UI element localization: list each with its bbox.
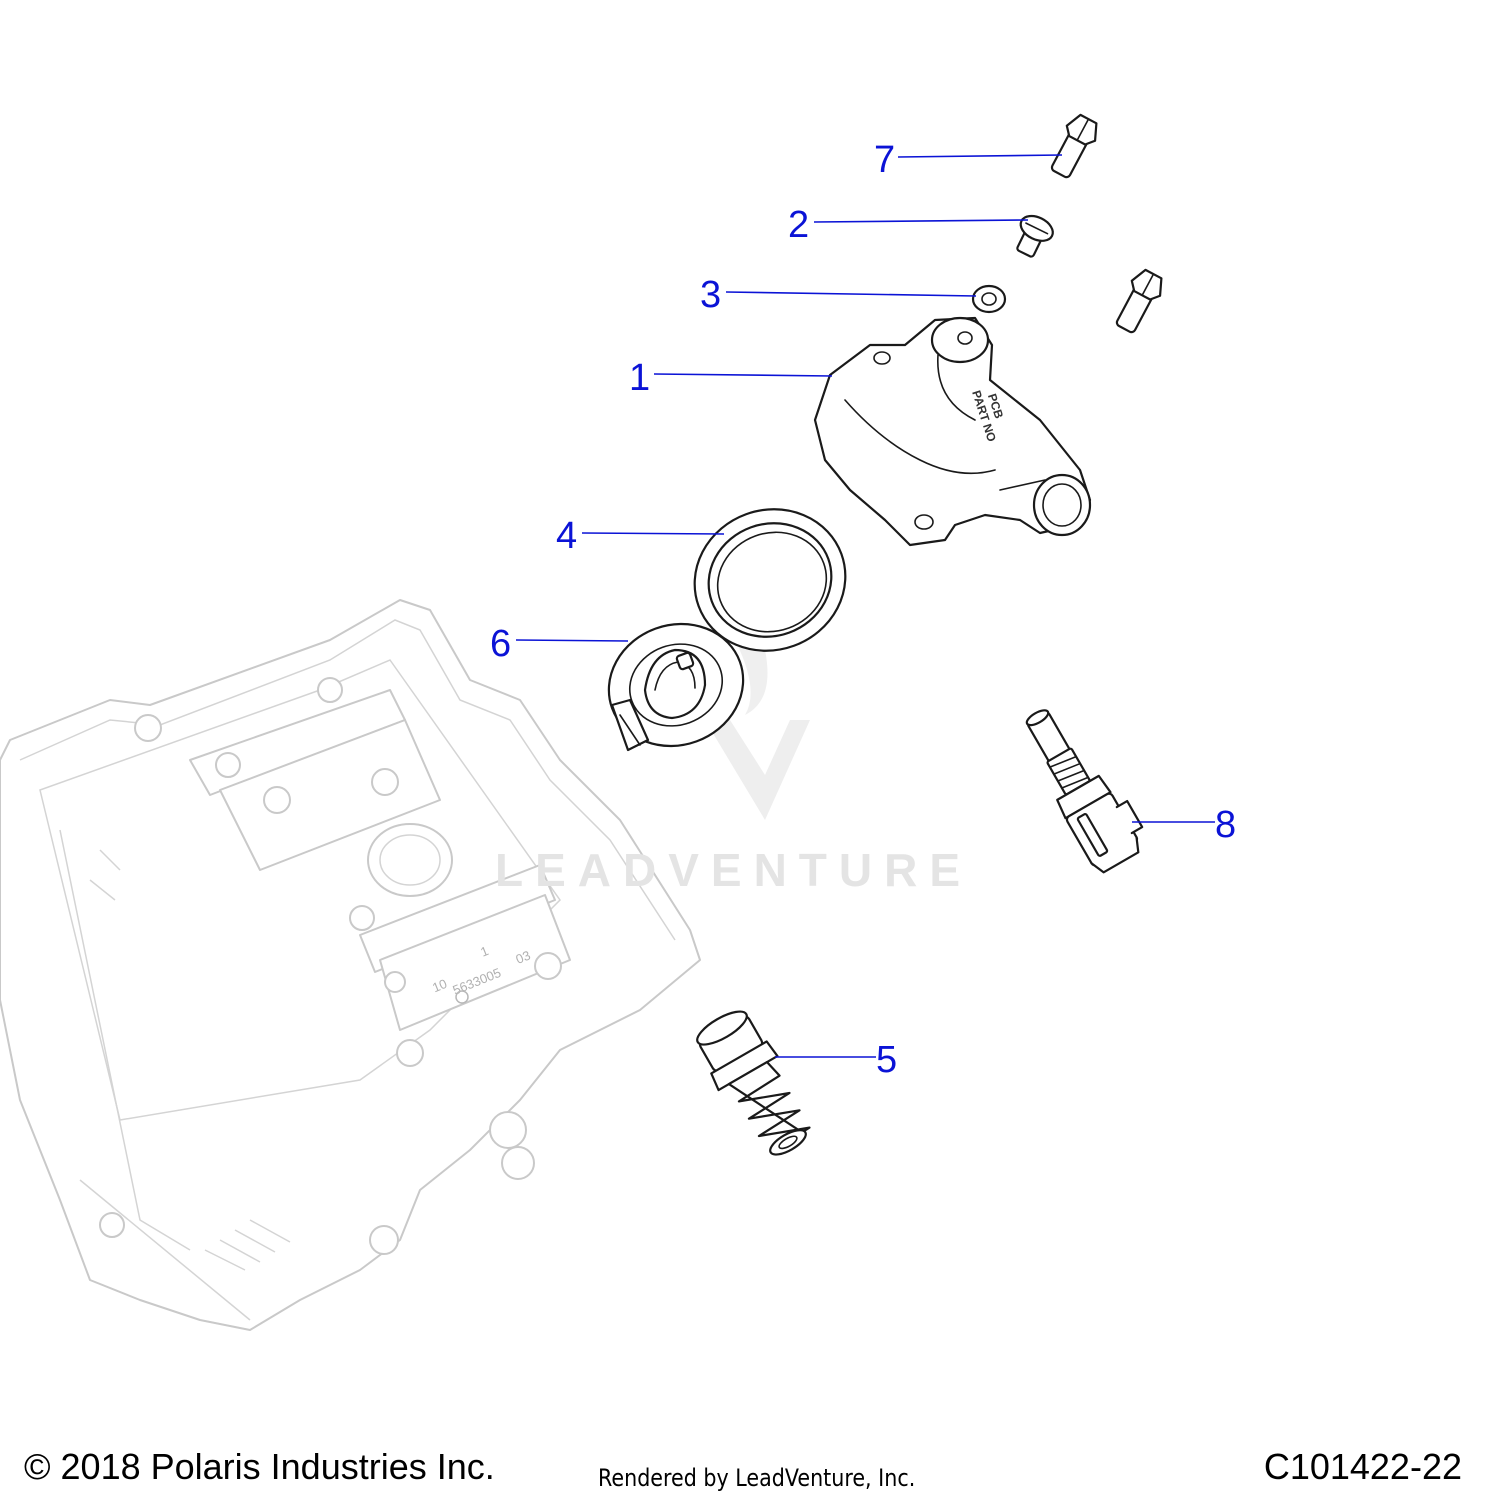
part-5-hose-fitting	[696, 1010, 811, 1156]
callout-2-label: 2	[788, 204, 809, 246]
callout-3-label: 3	[700, 274, 721, 316]
callout-2: 2	[788, 204, 1029, 246]
callout-4-label: 4	[556, 515, 577, 557]
thermostat-housing-bolt	[1115, 268, 1163, 334]
callout-1-label: 1	[629, 357, 650, 399]
part-4-seal-ring	[693, 508, 847, 652]
callout-8-label: 8	[1215, 804, 1236, 846]
watermark-text: LEADVENTURE	[495, 844, 972, 896]
leadventure-watermark: LEADVENTURE	[495, 640, 972, 896]
copyright-notice: © 2018 Polaris Industries Inc.	[24, 1446, 495, 1487]
callout-8: 8	[1132, 804, 1236, 846]
drawing-number: C101422-22	[1263, 1446, 1462, 1487]
callout-7: 7	[874, 139, 1063, 181]
part-8-temperature-sensor	[1025, 709, 1144, 874]
head-marking-revision: 03	[514, 948, 533, 967]
callout-5: 5	[775, 1039, 897, 1081]
cylinder-head-ghost: 5633005 03 1 10	[0, 599, 701, 1331]
part-6-thermostat	[607, 622, 745, 752]
part-7-bolt	[1050, 113, 1098, 179]
callout-6: 6	[490, 623, 629, 665]
callout-6-label: 6	[490, 623, 511, 665]
head-marking-b: 10	[430, 976, 449, 995]
rendered-by-credit: Rendered by LeadVenture, Inc.	[598, 1464, 916, 1492]
callout-3: 3	[700, 274, 977, 316]
part-1-thermostat-housing: PART NO PCB	[813, 316, 1092, 547]
callout-7-label: 7	[874, 139, 895, 181]
callout-1: 1	[629, 357, 833, 399]
part-3-washer	[971, 284, 1007, 314]
part-2-bleed-screw	[1016, 214, 1054, 258]
callout-5-label: 5	[876, 1039, 897, 1081]
callout-4: 4	[556, 515, 725, 557]
